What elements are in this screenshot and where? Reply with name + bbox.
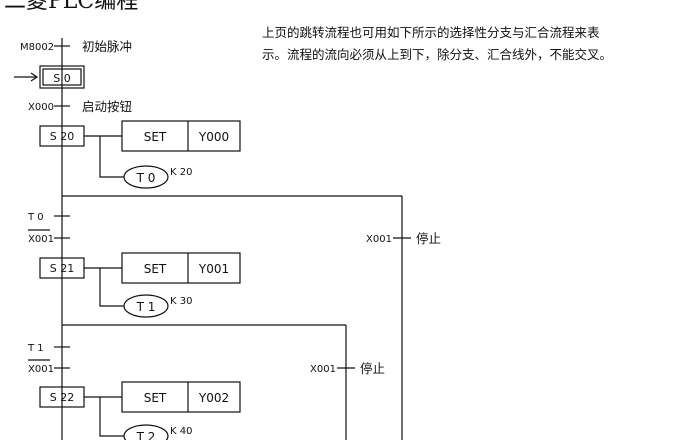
output-y000: Y000 [198, 130, 229, 144]
stop-contact-1: X001 [366, 234, 392, 245]
timer-t2: T 2 [136, 430, 156, 440]
step-s21: S 21 [50, 262, 74, 275]
stop-label-2: 停止 [360, 361, 385, 376]
start-contact: X000 [28, 102, 54, 113]
timer-k40: K 40 [170, 426, 192, 437]
step-s22: S 22 [50, 391, 74, 404]
init-label: 初始脉冲 [82, 39, 132, 54]
stop-contact-2: X001 [310, 364, 336, 375]
timer-t0: T 0 [136, 171, 156, 185]
start-label: 启动按钮 [82, 99, 132, 114]
page-header: 二菱PLC编程 [4, 0, 138, 14]
init-contact: M8002 [20, 42, 54, 53]
description-note: 上页的跳转流程也可用如下所示的选择性分支与汇合流程来表 示。流程的流向必须从上到… [262, 22, 682, 66]
output-y001: Y001 [198, 262, 229, 276]
output-y002: Y002 [198, 391, 229, 405]
cond-t0: T 0 [27, 212, 44, 223]
cond-x001-a: X001 [28, 234, 54, 245]
stop-label-1: 停止 [416, 231, 441, 246]
cond-x001-b: X001 [28, 364, 54, 375]
note-line-1: 上页的跳转流程也可用如下所示的选择性分支与汇合流程来表 [262, 25, 600, 40]
note-line-2: 示。流程的流向必须从上到下，除分支、汇合线外，不能交叉。 [262, 47, 613, 62]
set-label-1: SET [144, 130, 167, 144]
timer-k30: K 30 [170, 296, 192, 307]
step-s20: S 20 [50, 130, 74, 143]
timer-k20: K 20 [170, 167, 192, 178]
timer-t1: T 1 [136, 300, 156, 314]
cond-t1: T 1 [27, 343, 44, 354]
set-label-2: SET [144, 262, 167, 276]
step-s0: S 0 [53, 72, 70, 85]
set-label-3: SET [144, 391, 167, 405]
